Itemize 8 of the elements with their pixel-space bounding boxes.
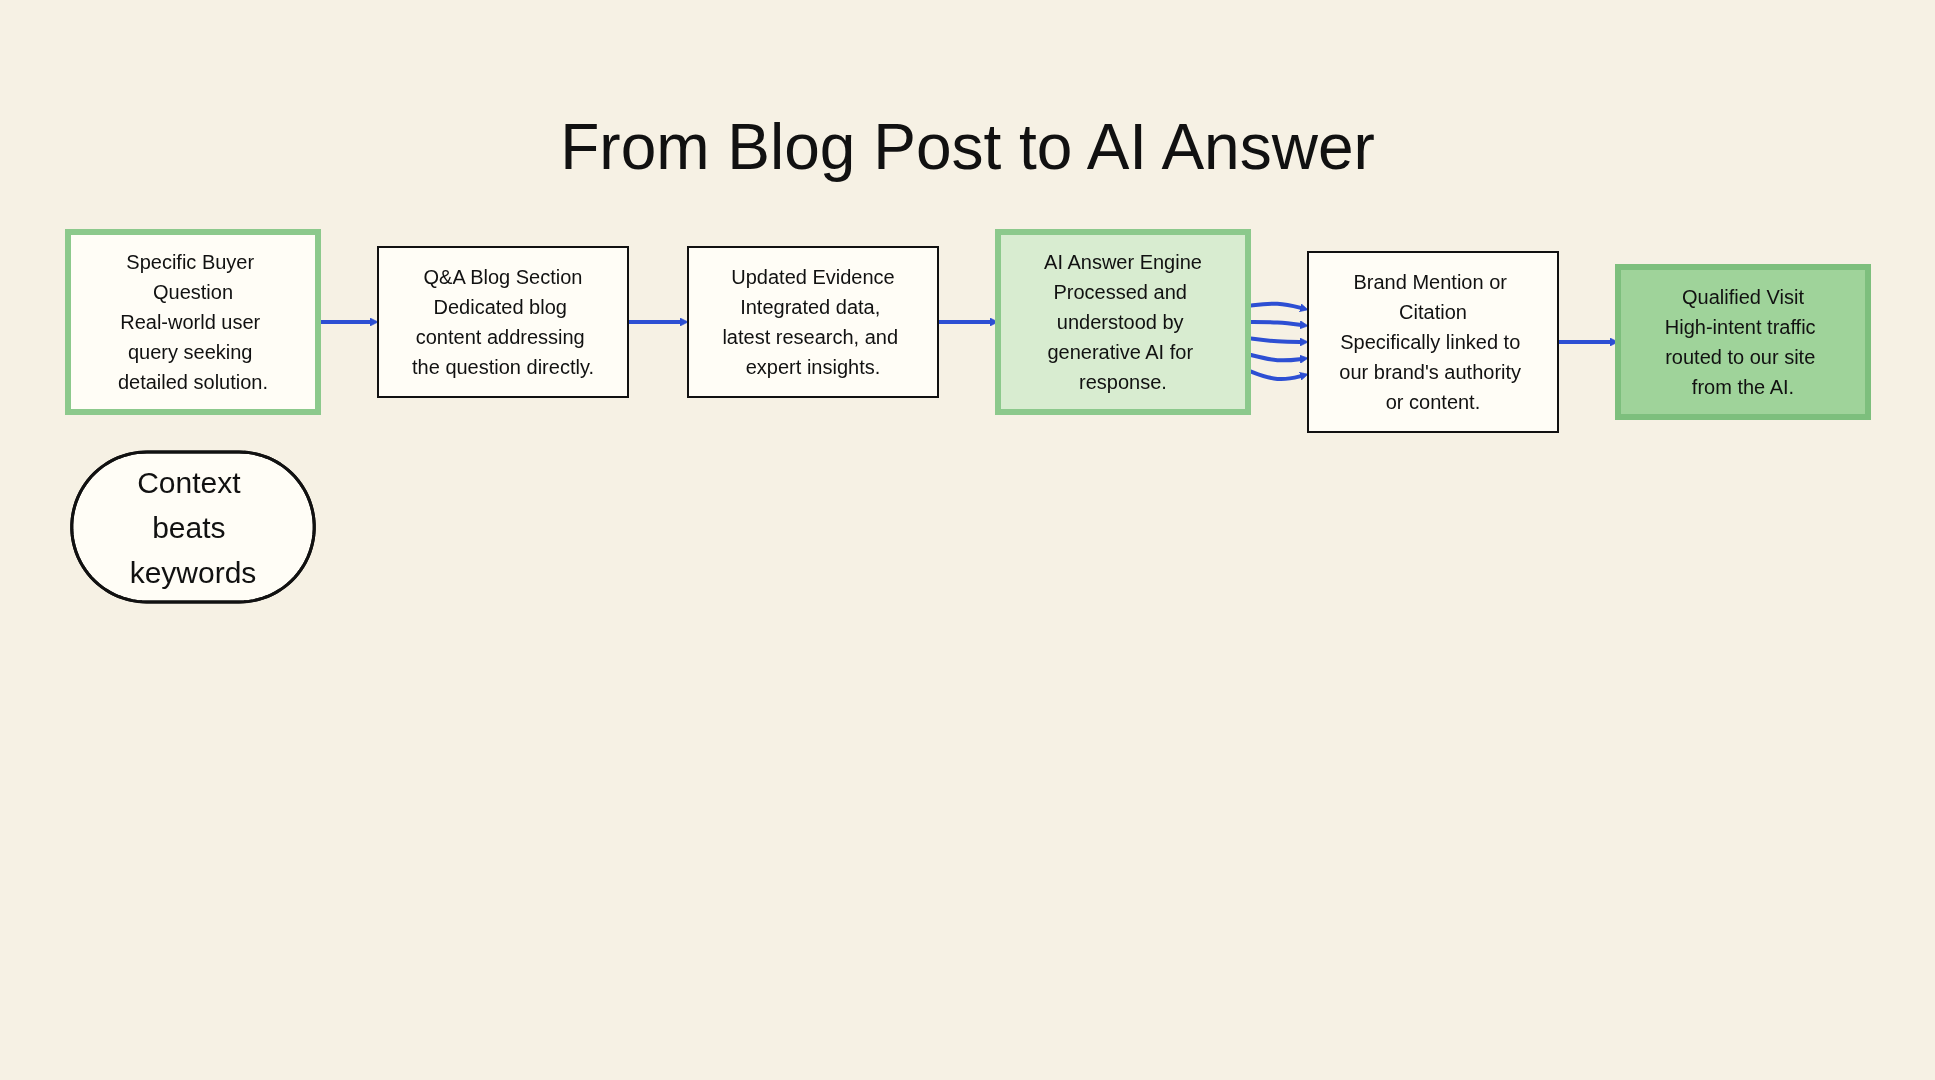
- node-box: Specific Buyer Question Real-world user query seeking detailed solution.: [64, 229, 321, 415]
- node-box: Q&A Blog Section Dedicated blog content addressing the question directly.: [376, 246, 629, 398]
- title: From Blog Post to AI Answer: [559, 110, 1376, 184]
- node-box: Brand Mention or Citation Specifically linked to our brand's authority or content.: [1306, 251, 1559, 433]
- node-box: Updated Evidence Integrated data, latest research, and expert insights.: [686, 246, 939, 398]
- node-box: Qualified Visit High-intent traffic routed to our site from the AI.: [1614, 264, 1871, 420]
- arrow: [627, 317, 688, 327]
- node-box: AI Answer Engine Processed and understood by generative AI for response.: [994, 229, 1251, 415]
